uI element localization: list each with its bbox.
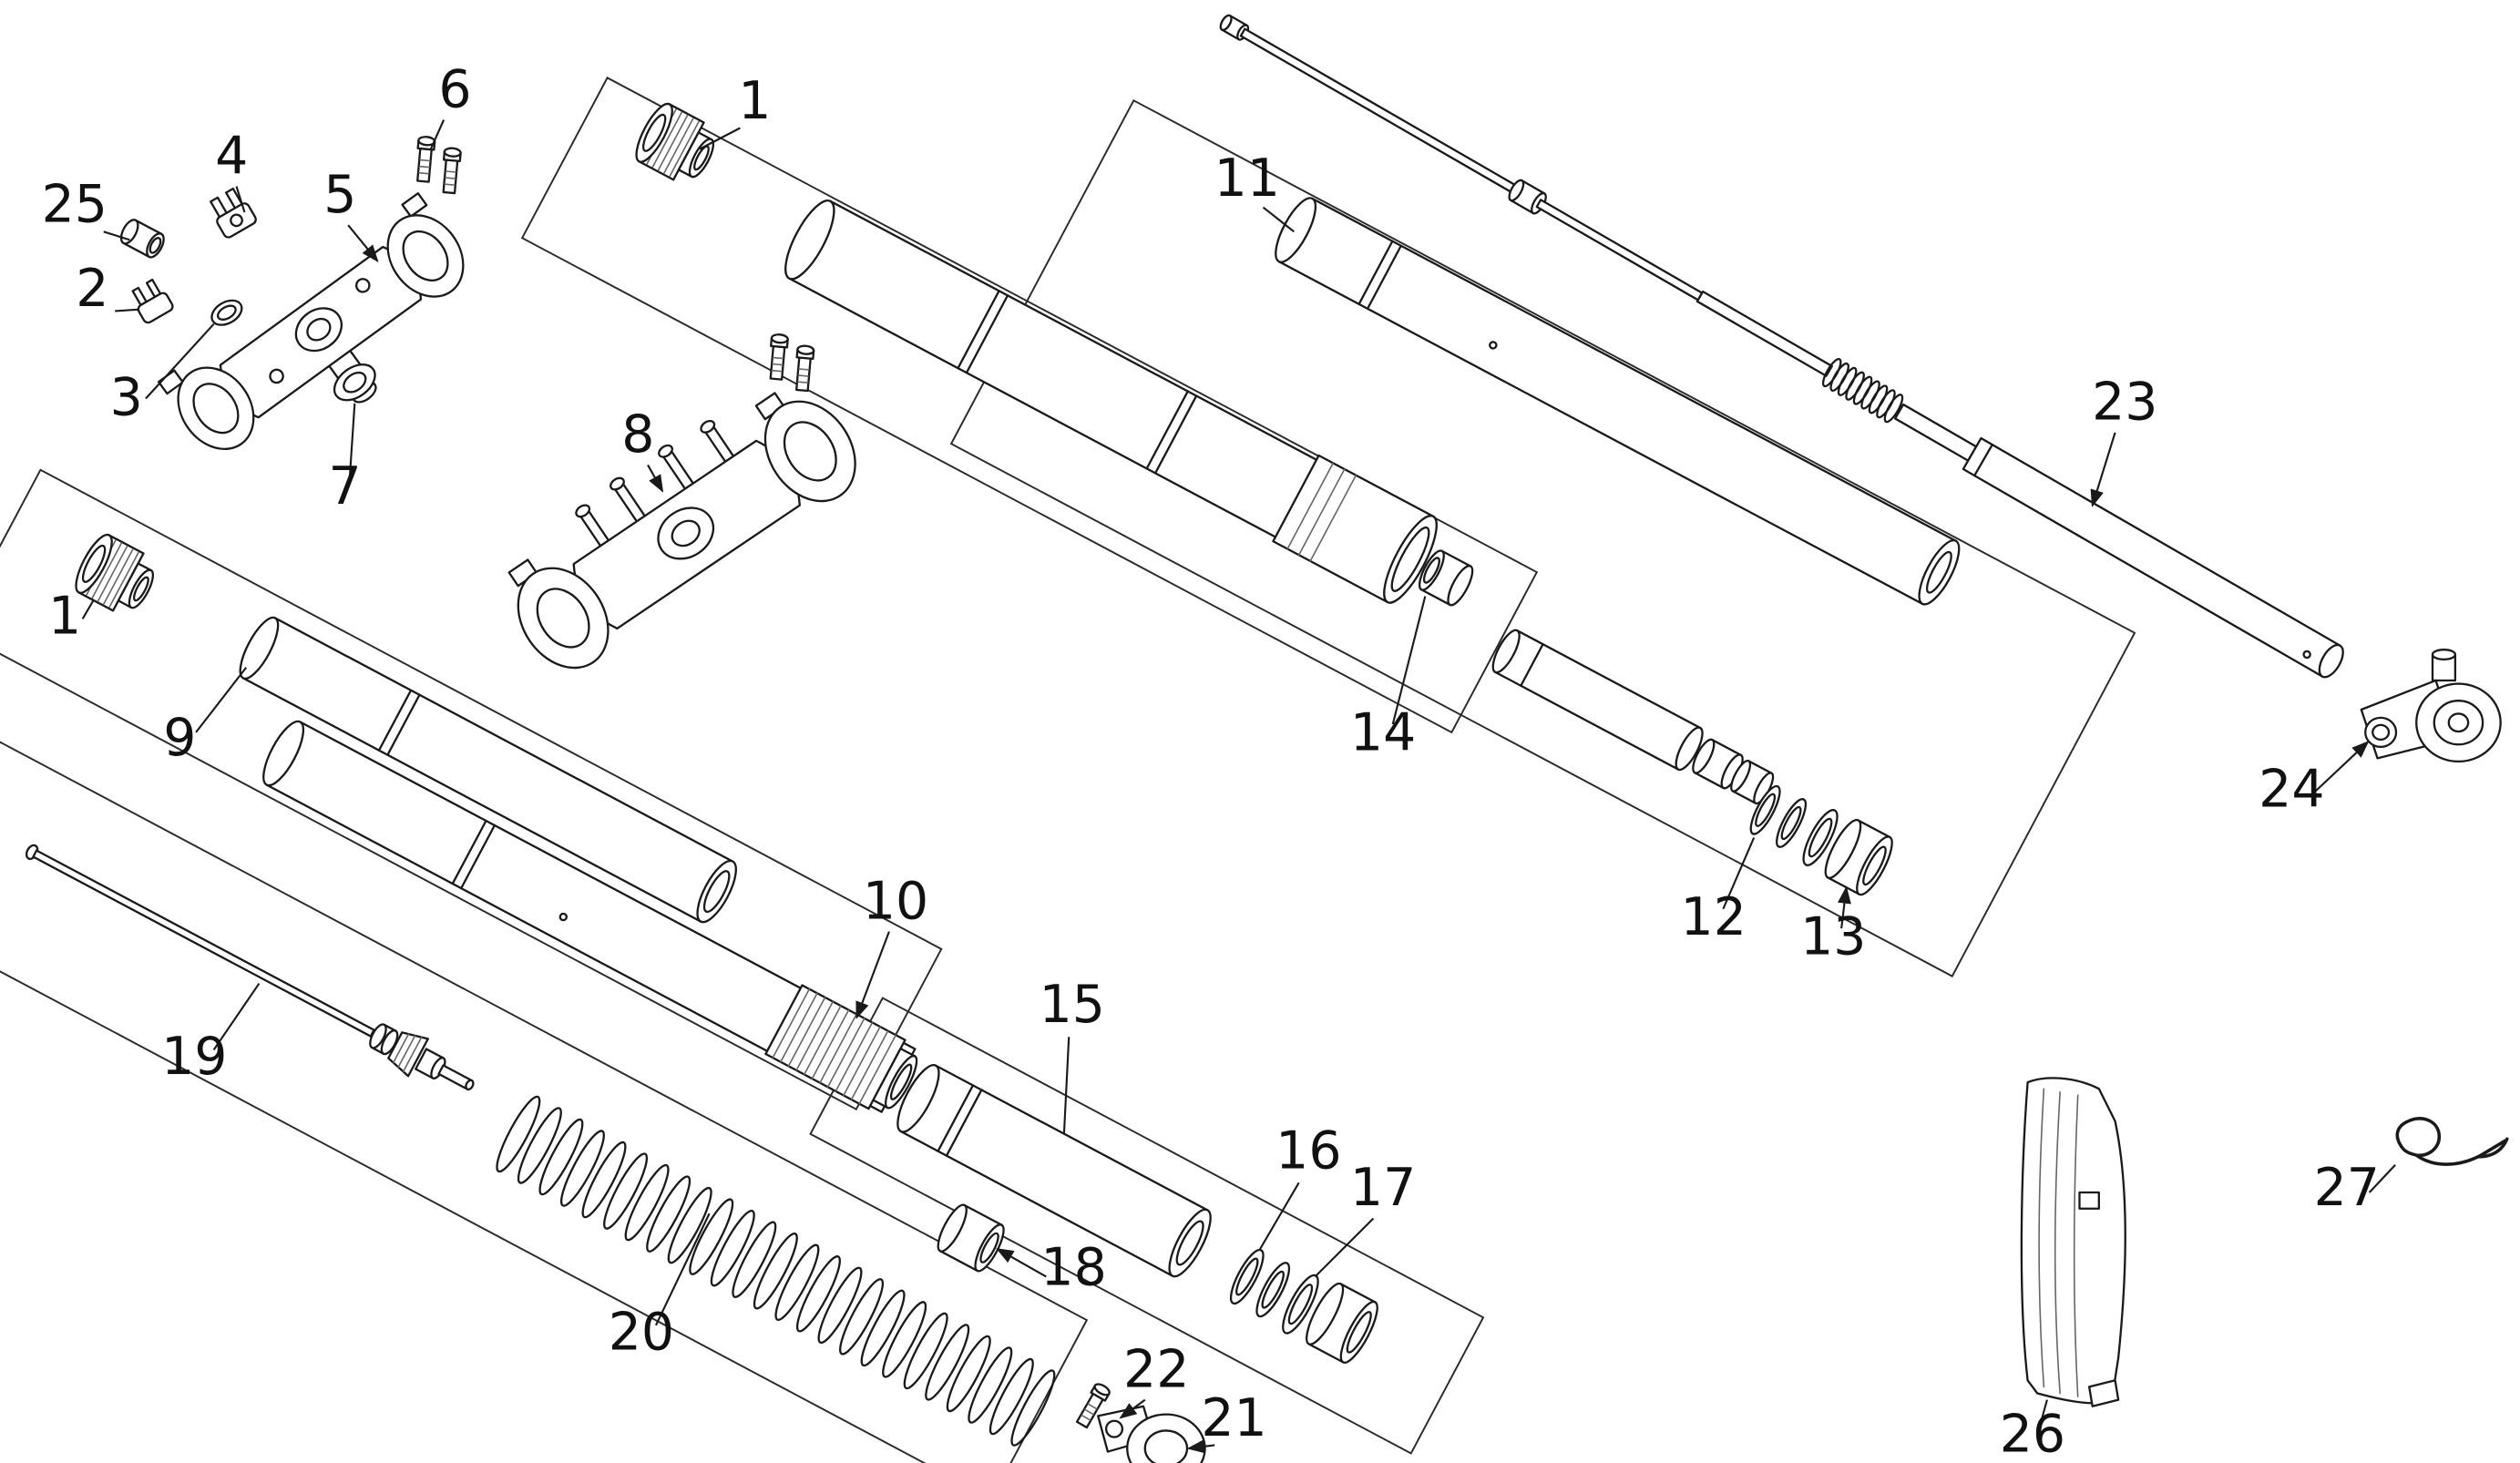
part-label-16: 16: [1275, 1120, 1341, 1181]
leader-8: [647, 464, 664, 493]
part-10-cartridge-tube: [262, 720, 918, 1113]
part-label-15: 15: [1040, 975, 1105, 1035]
subassembly-boxes: [0, 77, 2136, 1463]
part-label-14: 14: [1350, 702, 1416, 762]
leader-1a: [699, 127, 741, 150]
group-box-rod-spring-19: [0, 741, 1089, 1463]
part-1-fork-cap-left: [68, 528, 164, 622]
group-box-inner-tube-11: [949, 98, 2136, 977]
part-label-8: 8: [621, 404, 654, 465]
leader-24: [2313, 741, 2370, 793]
part-9-tube: [239, 616, 737, 924]
part-label-1-left: 1: [48, 586, 81, 646]
leader-26: [2038, 1399, 2048, 1429]
leader-15: [1062, 1037, 1070, 1135]
part-8-pinch-bolt-b: [793, 343, 815, 393]
leader-7: [348, 403, 356, 476]
leader-10: [855, 931, 890, 1019]
leader-20: [654, 1212, 711, 1326]
part-label-13: 13: [1800, 907, 1866, 967]
part-8-pinch-bolt-a: [766, 332, 790, 381]
part-25-bushing: [119, 219, 165, 259]
leader-2: [115, 308, 139, 312]
leader-23: [2090, 432, 2116, 507]
part-label-7: 7: [329, 456, 362, 517]
part-label-6: 6: [438, 59, 471, 119]
part-label-9: 9: [163, 708, 196, 768]
part-label-4: 4: [215, 126, 248, 186]
part-label-11: 11: [1214, 148, 1280, 209]
part-label-5: 5: [323, 165, 356, 225]
leader-27: [2368, 1164, 2396, 1193]
leader-9: [195, 667, 248, 733]
part-label-25: 25: [42, 175, 108, 235]
part-labels: 1 6 4 25 5 2 3 7 8 11 23 1 9 14 24 12 13…: [42, 59, 2380, 1463]
leader-25: [103, 230, 130, 241]
leader-19: [212, 982, 261, 1051]
part-27-wire-clip: [2395, 1117, 2509, 1166]
leader-16: [1259, 1182, 1300, 1250]
part-label-19: 19: [161, 1027, 227, 1087]
leader-3: [145, 322, 215, 400]
part-24-axle-bracket: [2360, 649, 2502, 763]
part-label-18: 18: [1040, 1237, 1106, 1297]
part-label-24: 24: [2259, 760, 2324, 820]
leader-14: [1391, 596, 1427, 725]
leader-4: [235, 186, 246, 213]
part-8-upper-triple-clamp: [507, 392, 856, 670]
part-label-22: 22: [1123, 1339, 1189, 1399]
part-14-spacer: [1418, 549, 1474, 607]
part-label-17: 17: [1350, 1158, 1416, 1218]
leader-lines: [81, 119, 2396, 1454]
part-16-rings: [1229, 1248, 1291, 1318]
leader-12: [1722, 837, 1756, 910]
part-label-2: 2: [76, 259, 108, 319]
group-box-top-cap-tube: [520, 77, 1539, 734]
group-box-left-cap-tube: [0, 468, 943, 1110]
part-11-inner-tube: [1275, 197, 1961, 606]
part-6-bolt-a: [414, 135, 436, 183]
part-7-washer: [333, 363, 376, 402]
part-label-10: 10: [863, 871, 928, 931]
part-label-20: 20: [609, 1302, 674, 1362]
part-6-bolt-b: [439, 146, 463, 195]
leader-17: [1314, 1217, 1375, 1278]
part-label-3: 3: [110, 367, 143, 427]
leader-1b: [81, 598, 96, 619]
part-5-lower-triple-clamp: [157, 192, 465, 451]
part-label-27: 27: [2314, 1158, 2380, 1218]
part-17-oil-seal: [1282, 1274, 1378, 1364]
part-4-clamp-piece: [210, 187, 257, 239]
leader-21: [1186, 1439, 1215, 1454]
part-label-23: 23: [2092, 373, 2157, 433]
part-19-push-rod: [25, 844, 475, 1091]
leader-13: [1838, 885, 1851, 929]
part-label-21: 21: [1201, 1388, 1266, 1448]
part-label-12: 12: [1681, 887, 1747, 947]
part-3-ring: [210, 299, 243, 326]
part-13-seal-cap: [1802, 809, 1893, 896]
part-12-rings: [1749, 784, 1808, 848]
part-18-cap: [937, 1203, 1005, 1273]
parts-layer: [25, 14, 2509, 1463]
part-2-clamp-piece: [131, 278, 174, 324]
damper-rod-assembly: [1491, 629, 1775, 805]
part-label-1-top: 1: [738, 71, 771, 131]
part-26-fork-guard: [2020, 1077, 2126, 1407]
part-23-damping-rod: [1219, 14, 2344, 679]
leader-18: [996, 1248, 1047, 1278]
part-15-spacer-tube: [896, 1064, 1212, 1278]
part-20-fork-spring: [496, 1095, 1056, 1447]
leader-11: [1262, 206, 1295, 233]
part-6-bolts: [414, 135, 463, 195]
leader-6: [429, 119, 446, 150]
leader-5: [347, 224, 379, 262]
outer-tube-right-leg: [784, 200, 1438, 604]
leader-22: [1119, 1398, 1146, 1419]
part-21-clamp-foot: [1097, 1405, 1206, 1463]
part-label-26: 26: [2000, 1405, 2065, 1463]
